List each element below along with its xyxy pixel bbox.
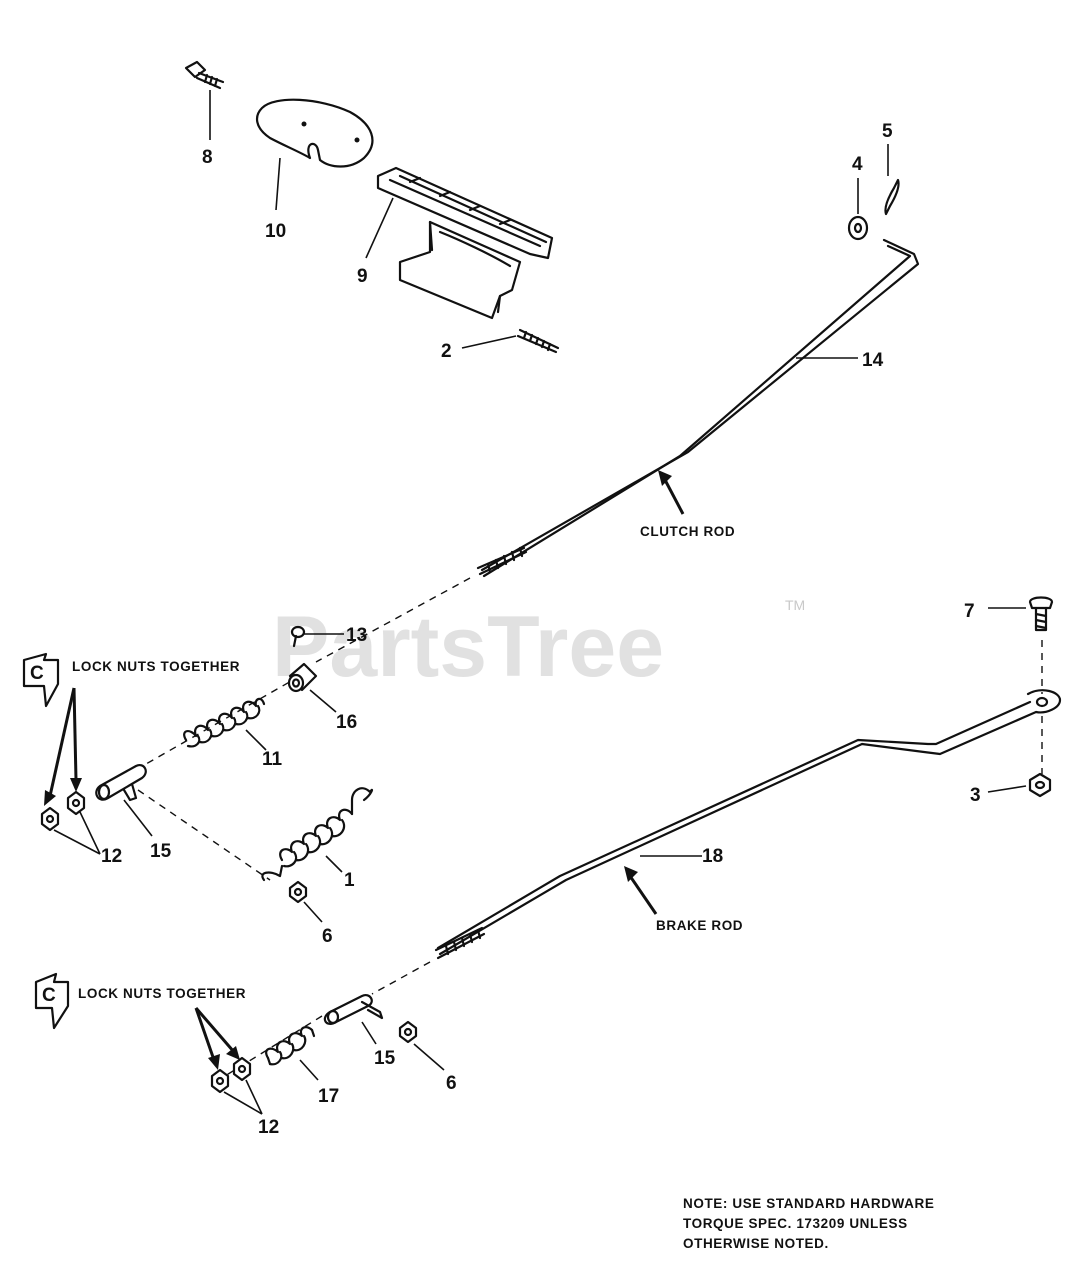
watermark-trademark: TM [785, 597, 805, 613]
callout-4: 4 [852, 154, 863, 175]
callout-c-lower-label: C [42, 985, 56, 1006]
part-17-spring [265, 1026, 316, 1066]
callout-15-upper: 15 [150, 841, 172, 862]
part-9-bracket [376, 166, 554, 320]
part-1-extension-spring [261, 787, 374, 882]
note-line-2: TORQUE SPEC. 173209 UNLESS [683, 1216, 908, 1231]
part-12-nuts-lower [210, 1056, 252, 1094]
callout-3: 3 [970, 785, 981, 806]
part-16-spacer [287, 662, 318, 693]
callout-7: 7 [964, 601, 975, 622]
part-7-bolt [1028, 596, 1054, 632]
callout-6-upper: 6 [322, 926, 333, 947]
part-10-plate [255, 98, 374, 168]
part-4-washer [847, 215, 869, 241]
callout-8: 8 [202, 147, 213, 168]
callout-18: 18 [702, 846, 723, 867]
callout-c-lower: C [34, 972, 70, 1030]
part-14-clutch-rod [476, 238, 920, 578]
part-15-trunnion-lower [323, 994, 384, 1025]
note-line-1: NOTE: USE STANDARD HARDWARE [683, 1196, 935, 1211]
part-3-nut [1028, 772, 1052, 798]
callout-14: 14 [862, 350, 884, 371]
part-8-bolt [184, 60, 225, 90]
part-6-nut-lower [398, 1020, 418, 1044]
callout-2: 2 [441, 341, 452, 362]
callout-11: 11 [262, 749, 283, 770]
lock-nuts-together-upper: LOCK NUTS TOGETHER [72, 659, 240, 674]
callout-16: 16 [336, 712, 357, 733]
hardware-note: NOTE: USE STANDARD HARDWARE TORQUE SPEC.… [683, 1194, 1013, 1254]
callout-1: 1 [344, 870, 355, 891]
clutch-rod-label: CLUTCH ROD [640, 524, 735, 539]
brake-rod-label: BRAKE ROD [656, 918, 743, 933]
callout-12-upper: 12 [101, 846, 122, 867]
callout-10: 10 [265, 221, 286, 242]
callout-13: 13 [346, 625, 367, 646]
part-13-clip [290, 625, 306, 648]
watermark: PartsTree [272, 599, 664, 695]
part-5-cotter-pin [884, 178, 900, 216]
part-15-trunnion-upper [95, 764, 147, 802]
callout-15-lower: 15 [374, 1048, 396, 1069]
lock-nuts-together-lower: LOCK NUTS TOGETHER [78, 986, 246, 1001]
callout-c-upper: C [22, 652, 60, 708]
part-6-nut-upper [288, 880, 308, 904]
part-11-spring [183, 697, 266, 748]
note-line-3: OTHERWISE NOTED. [683, 1236, 829, 1251]
callout-12-lower: 12 [258, 1117, 279, 1138]
callout-9: 9 [357, 266, 368, 287]
part-18-brake-rod [434, 689, 1062, 960]
callout-6-lower: 6 [446, 1073, 457, 1094]
part-2-pin [516, 328, 560, 354]
callout-17: 17 [318, 1086, 339, 1107]
callout-5: 5 [882, 121, 893, 142]
callout-c-upper-label: C [30, 663, 44, 684]
